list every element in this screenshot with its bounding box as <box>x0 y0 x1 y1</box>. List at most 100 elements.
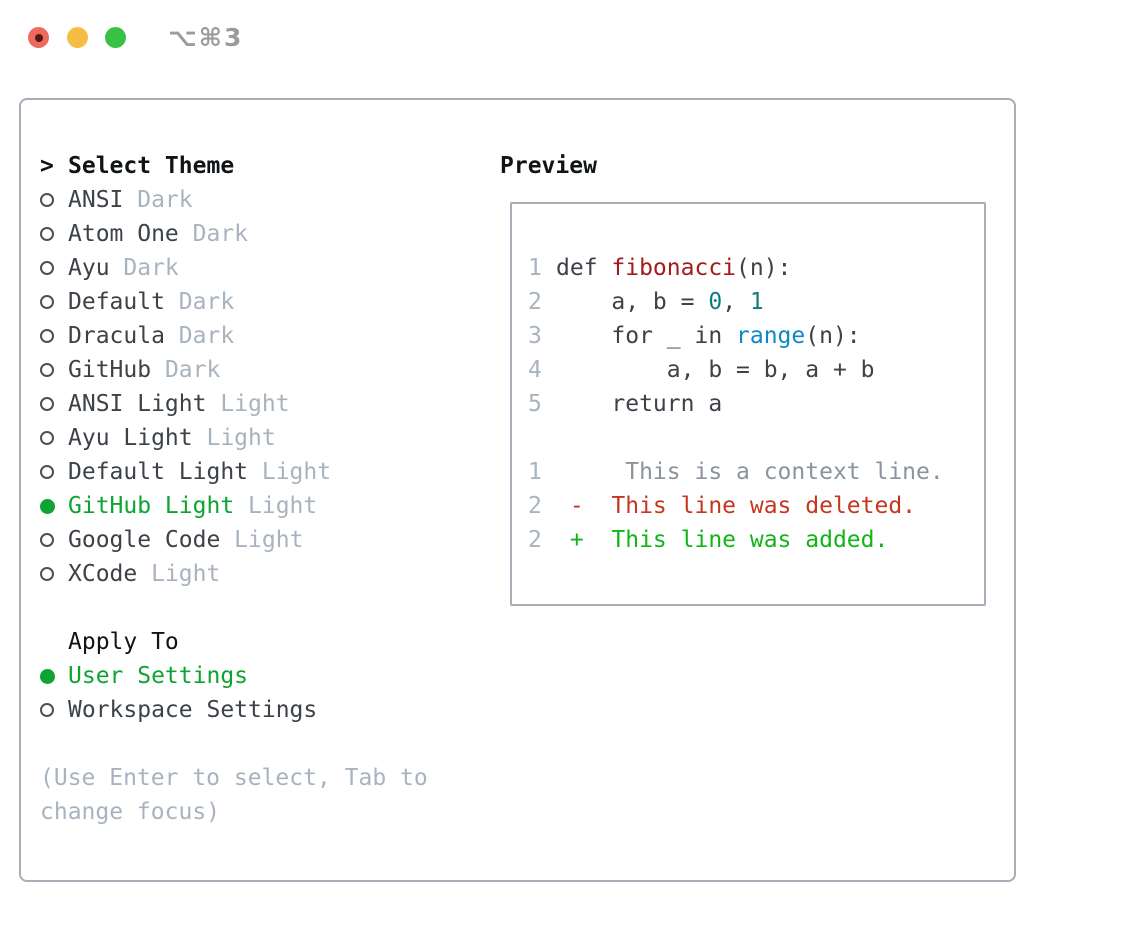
preview-line: 5 return a <box>528 387 984 421</box>
code-segment-num: 0 <box>708 289 723 315</box>
theme-option-github-light[interactable]: GitHub Light Light <box>21 489 491 523</box>
keyboard-hint-line-2: change focus) <box>40 799 221 825</box>
theme-variant-tag: Dark <box>109 255 179 281</box>
spacer-row <box>21 727 491 761</box>
theme-option-dracula[interactable]: Dracula Dark <box>21 319 491 353</box>
theme-option-github[interactable]: GitHub Dark <box>21 353 491 387</box>
theme-option-atom-one[interactable]: Atom One Dark <box>21 217 491 251</box>
theme-option-default[interactable]: Default Dark <box>21 285 491 319</box>
code-segment-deleted: - This line was deleted. <box>556 493 917 519</box>
radio-unselected-icon <box>40 703 54 717</box>
radio-unselected-icon <box>40 465 54 479</box>
option-label: GitHub <box>68 357 152 383</box>
preview-line: 2 + This line was added. <box>528 523 984 557</box>
code-segment-added: + This line was added. <box>556 527 889 553</box>
option-label: Default Light <box>68 459 249 485</box>
preview-line: 1 This is a context line. <box>528 455 984 489</box>
apply-to-header-label: Apply To <box>68 629 179 655</box>
code-segment-code: def <box>556 255 612 281</box>
preview-line: 3 for _ in range(n): <box>528 319 984 353</box>
radio-selected-icon <box>40 668 55 684</box>
close-button[interactable] <box>28 27 49 48</box>
apply-option-workspace-settings[interactable]: Workspace Settings <box>21 693 491 727</box>
option-label: GitHub Light <box>68 493 235 519</box>
line-number: 2 <box>528 527 542 553</box>
line-number <box>528 421 556 455</box>
theme-variant-tag: Light <box>220 527 304 553</box>
radio-unselected-icon <box>40 193 54 207</box>
spacer-row <box>21 591 491 625</box>
zoom-button[interactable] <box>105 27 126 48</box>
code-segment-func: fibonacci <box>611 255 737 281</box>
option-label: ANSI Light <box>68 391 207 417</box>
theme-option-ayu[interactable]: Ayu Dark <box>21 251 491 285</box>
theme-option-ansi-light[interactable]: ANSI Light Light <box>21 387 491 421</box>
code-segment-code: return a <box>556 391 723 417</box>
option-label: Default <box>68 289 165 315</box>
line-number: 3 <box>528 323 542 349</box>
line-number: 1 <box>528 255 542 281</box>
keyboard-hint-line-1: (Use Enter to select, Tab to <box>40 765 428 791</box>
preview-line: 1 def fibonacci(n): <box>528 251 984 285</box>
code-segment-code: (n): <box>736 255 792 281</box>
radio-unselected-icon <box>40 567 54 581</box>
code-segment-code: a, b = b, a + b <box>556 357 875 383</box>
radio-unselected-icon <box>40 261 54 275</box>
theme-variant-tag: Light <box>192 425 276 451</box>
code-segment-code: a, b = <box>556 289 709 315</box>
theme-option-google-code[interactable]: Google Code Light <box>21 523 491 557</box>
theme-variant-tag: Dark <box>151 357 221 383</box>
line-number: 5 <box>528 391 542 417</box>
line-number: 4 <box>528 357 542 383</box>
minimize-button[interactable] <box>67 27 88 48</box>
option-label: User Settings <box>68 663 249 689</box>
theme-option-ansi[interactable]: ANSI Dark <box>21 183 491 217</box>
radio-unselected-icon <box>40 363 54 377</box>
radio-unselected-icon <box>40 397 54 411</box>
option-label: Ayu Light <box>68 425 193 451</box>
radio-unselected-icon <box>40 227 54 241</box>
radio-unselected-icon <box>40 295 54 309</box>
theme-variant-tag: Dark <box>164 323 235 349</box>
code-segment-code: , <box>722 289 750 315</box>
preview-header: Preview <box>500 153 597 179</box>
option-label: Dracula <box>68 323 165 349</box>
theme-option-ayu-light[interactable]: Ayu Light Light <box>21 421 491 455</box>
option-label: Google Code <box>68 527 221 553</box>
option-label: XCode <box>68 561 138 587</box>
option-label: ANSI <box>68 187 124 213</box>
radio-unselected-icon <box>40 329 54 343</box>
apply-option-user-settings[interactable]: User Settings <box>21 659 491 693</box>
window-title: ⌥⌘3 <box>168 23 244 52</box>
radio-selected-icon <box>40 498 55 514</box>
code-segment-num: 1 <box>749 289 764 315</box>
theme-variant-tag: Dark <box>123 187 193 213</box>
unsaved-changes-dot-icon <box>34 33 43 42</box>
theme-variant-tag: Dark <box>178 221 249 247</box>
option-label: Ayu <box>68 255 110 281</box>
theme-option-xcode[interactable]: XCode Light <box>21 557 491 591</box>
line-number: 2 <box>528 493 542 519</box>
prompt-chevron-icon: > <box>40 153 54 179</box>
code-segment-code: (n): <box>805 323 861 349</box>
preview-line: 2 a, b = 0, 1 <box>528 285 984 319</box>
radio-unselected-icon <box>40 431 54 445</box>
theme-variant-tag: Light <box>137 561 221 587</box>
preview-line: 4 a, b = b, a + b <box>528 353 984 387</box>
option-label: Workspace Settings <box>68 697 318 723</box>
radio-unselected-icon <box>40 533 54 547</box>
theme-option-default-light[interactable]: Default Light Light <box>21 455 491 489</box>
code-segment-builtin: range <box>736 323 806 349</box>
code-segment-code: for _ in <box>556 323 737 349</box>
theme-variant-tag: Dark <box>164 289 235 315</box>
preview-line: 2 - This line was deleted. <box>528 489 984 523</box>
select-theme-header-label: Select Theme <box>68 153 235 179</box>
preview-line <box>528 421 984 455</box>
